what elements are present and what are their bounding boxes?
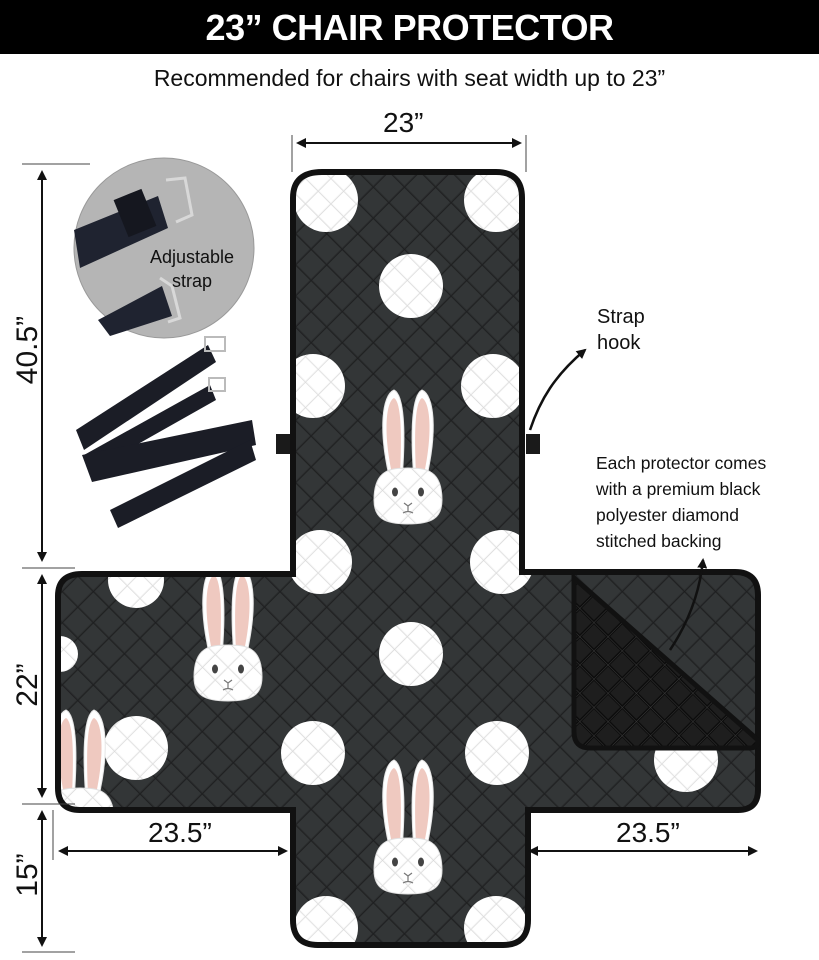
adjustable-strap-image: [73, 157, 255, 339]
dim-seat-height: 22”: [11, 663, 44, 707]
backing-fold: [571, 572, 761, 751]
dim-right-arm: 23.5”: [616, 817, 680, 848]
dim-left-arm: 23.5”: [148, 817, 212, 848]
adjustable-strap-line-1: Adjustable: [150, 247, 235, 267]
backing-line-3: polyester diamond: [596, 505, 739, 525]
dim-front-height: 15”: [11, 853, 44, 897]
strap-hook-left: [276, 434, 290, 454]
strap-hook-label: Strap hook: [597, 304, 645, 356]
backing-line-4: stitched backing: [596, 531, 722, 551]
page-title: 23” CHAIR PROTECTOR: [0, 0, 819, 54]
straps-image: [76, 336, 256, 528]
backing-line-1: Each protector comes: [596, 453, 767, 473]
backing-arrow: [668, 558, 708, 651]
backing-line-2: with a premium black: [596, 479, 761, 499]
cover-outline: [55, 169, 761, 948]
strap-hook-line-2: hook: [597, 332, 641, 354]
subtitle: Recommended for chairs with seat width u…: [153, 65, 666, 91]
adjustable-strap-label: Adjustable strap: [150, 245, 234, 293]
strap-hook-line-1: Strap: [597, 306, 645, 328]
strap-hook-right: [526, 434, 540, 454]
dim-back-height: 40.5”: [11, 315, 44, 385]
strap-hook-arrow: [528, 348, 587, 431]
dim-top-width: 23”: [383, 107, 424, 138]
adjustable-strap-line-2: strap: [172, 271, 213, 291]
backing-note: Each protector comes with a premium blac…: [596, 450, 766, 554]
